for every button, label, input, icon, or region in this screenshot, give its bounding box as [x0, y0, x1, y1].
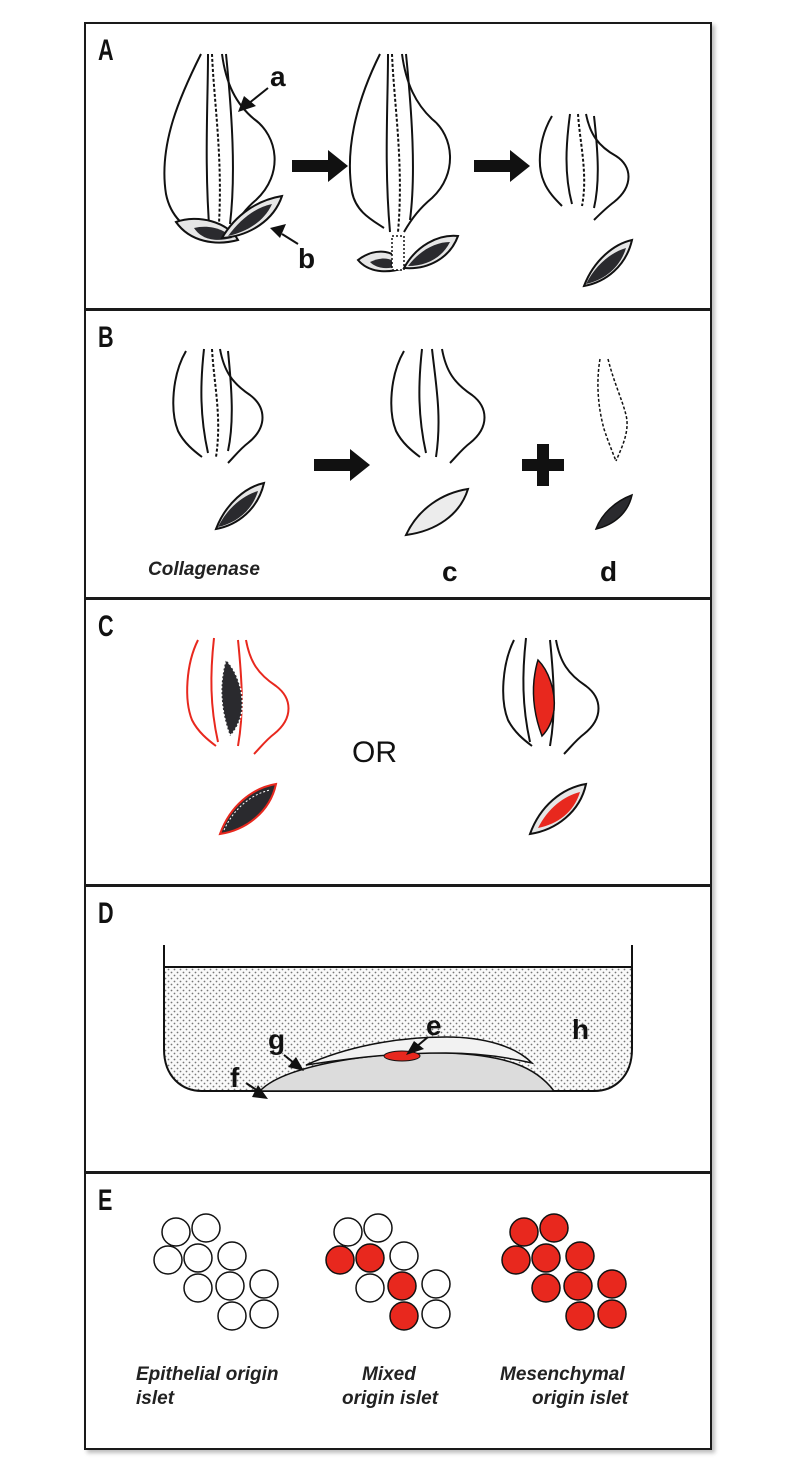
islet-cell [565, 1241, 595, 1271]
caption-mesenchymal-line2: origin islet [532, 1388, 629, 1409]
panel-b-drawing: Collagenase c [148, 348, 634, 587]
annotation-label-e: e [426, 1010, 442, 1041]
islet-cell [421, 1269, 451, 1299]
panel-separator-3 [86, 884, 710, 887]
figure-frame: A a [84, 22, 712, 1450]
dental-papilla-a3 [582, 238, 634, 288]
islet-cell [191, 1213, 221, 1243]
dental-papilla-a1 [174, 194, 284, 244]
panel-d-label: D [98, 897, 114, 930]
islet-cell [355, 1243, 385, 1273]
islet-cell [421, 1299, 451, 1329]
annotation-arrow-g [283, 1054, 304, 1071]
islet-epithelial [153, 1213, 279, 1331]
caption-mixed-line1: Mixed [362, 1364, 416, 1385]
panel-d-drawing: e g f h [163, 945, 633, 1099]
process-arrow-2 [474, 150, 530, 182]
or-text: OR [352, 736, 397, 769]
islet-cell [249, 1269, 279, 1299]
panel-a: A a [86, 24, 710, 308]
annotation-arrow-e [406, 1036, 429, 1055]
caption-epithelial-line2: islet [136, 1388, 175, 1409]
tooth-germ-b2 [390, 348, 486, 464]
annotation-label-a: a [270, 61, 286, 92]
dental-papilla-a2 [356, 234, 460, 273]
collagenase-caption: Collagenase [148, 559, 260, 580]
process-arrow-1 [292, 150, 348, 182]
tooth-germ-b1 [172, 348, 264, 464]
panel-e-drawing: Epithelial origin islet Mixed origin isl… [136, 1213, 629, 1409]
annotation-arrow-f [245, 1082, 268, 1099]
islet-cell [249, 1299, 279, 1329]
dental-papilla-b1 [214, 481, 266, 531]
panel-separator-4 [86, 1171, 710, 1174]
islet-cell [565, 1301, 595, 1331]
islet-cell [531, 1243, 561, 1273]
islet-cell [355, 1273, 385, 1303]
plus-sign [522, 444, 564, 486]
islet-cell [387, 1271, 417, 1301]
panel-b: B Collagenase [86, 311, 710, 597]
islet-cell [363, 1213, 393, 1243]
panel-d: D [86, 887, 710, 1171]
annotation-arrow-b [270, 224, 299, 245]
islet-cell [509, 1217, 539, 1247]
explant-e [383, 1050, 421, 1062]
islet-cell [501, 1245, 531, 1275]
annotation-label-c: c [442, 556, 458, 587]
recombinant-left-epithelium [220, 658, 244, 738]
panel-c: C OR [86, 600, 710, 884]
caption-mesenchymal-line1: Mesenchymal [500, 1364, 625, 1385]
panel-a-label: A [98, 34, 114, 67]
islet-cell [531, 1273, 561, 1303]
panel-c-drawing: OR [186, 637, 600, 836]
caption-mixed-line2: origin islet [342, 1388, 439, 1409]
islet-cell [153, 1245, 183, 1275]
recombinant-right-tooth [502, 637, 600, 755]
panel-e: E [86, 1174, 710, 1448]
islet-cell [333, 1217, 363, 1247]
islet-cell [389, 1241, 419, 1271]
annotation-label-d: d [600, 556, 617, 587]
panel-separator-2 [86, 597, 710, 600]
islet-cell [217, 1301, 247, 1331]
islet-cell [217, 1241, 247, 1271]
islet-cell [597, 1299, 627, 1329]
islet-cell [539, 1213, 569, 1243]
process-arrow-3 [314, 449, 370, 481]
islet-cell [563, 1271, 593, 1301]
islet-cell [183, 1243, 213, 1273]
islet-cell [325, 1245, 355, 1275]
caption-epithelial-line1: Epithelial origin [136, 1364, 279, 1385]
islet-cell [215, 1271, 245, 1301]
islet-cell [161, 1217, 191, 1247]
annotation-label-b: b [298, 243, 315, 274]
epithelium-d [594, 493, 634, 531]
mesenchyme-c [404, 487, 470, 537]
panel-c-label: C [98, 610, 114, 643]
panel-e-label: E [98, 1184, 113, 1217]
epithelium-outline-d [597, 358, 628, 462]
islet-mixed [325, 1213, 451, 1331]
annotation-label-f: f [230, 1062, 240, 1093]
islet-mesenchymal [501, 1213, 627, 1331]
tooth-germ-separating [348, 53, 451, 233]
recombinant-right-epithelium [532, 658, 556, 738]
panel-a-drawing: a b [163, 53, 634, 288]
annotation-arrow-a [238, 87, 269, 112]
panel-b-label: B [98, 321, 114, 354]
annotation-label-h: h [572, 1014, 589, 1045]
recombinant-right-explant [528, 782, 588, 836]
dental-epithelium-isolated [538, 113, 630, 221]
recombinant-left-explant [218, 782, 278, 836]
islet-cell [389, 1301, 419, 1331]
islet-cell [183, 1273, 213, 1303]
annotation-label-g: g [268, 1024, 285, 1055]
islet-cell [597, 1269, 627, 1299]
panel-separator-1 [86, 308, 710, 311]
